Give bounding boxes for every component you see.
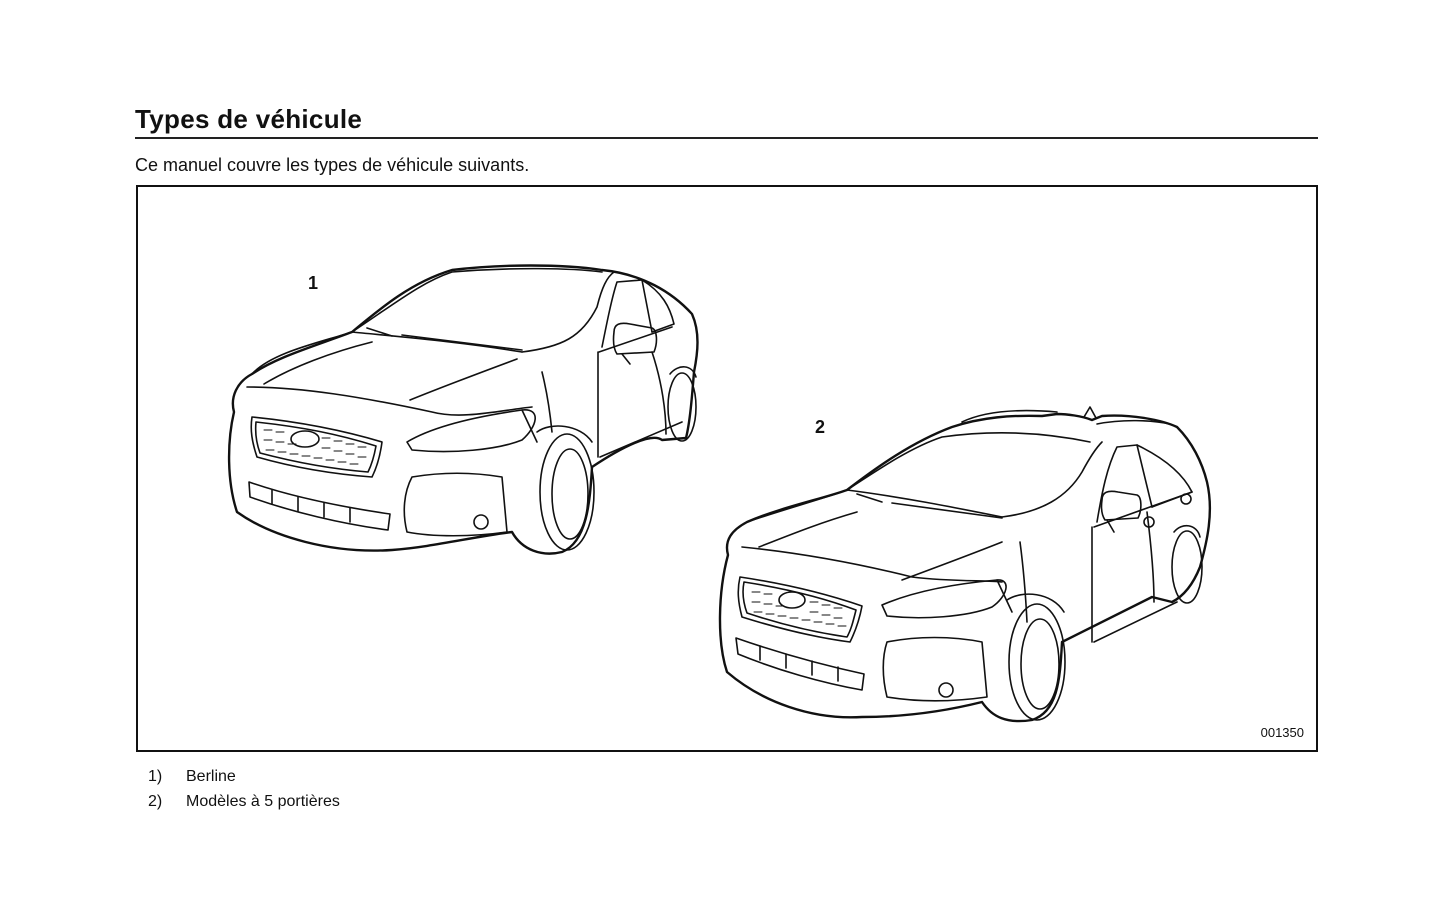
- figure-legend: 1) Berline 2) Modèles à 5 portières: [148, 764, 340, 814]
- heading-rule: [135, 137, 1318, 139]
- figure-code: 001350: [1260, 725, 1304, 740]
- legend-label: Modèles à 5 portières: [186, 792, 340, 810]
- callout-2: 2: [815, 417, 826, 437]
- callout-1: 1: [308, 273, 319, 293]
- legend-label: Berline: [186, 767, 236, 785]
- vehicle-figure: 1 2 001350: [136, 185, 1318, 752]
- legend-number: 1): [148, 767, 163, 785]
- legend-number: 2): [148, 792, 163, 810]
- legend-item: 1) Berline: [148, 764, 340, 789]
- legend-item: 2) Modèles à 5 portières: [148, 789, 340, 814]
- sedan-illustration: [227, 264, 699, 555]
- hatchback-illustration: [718, 406, 1212, 723]
- intro-text: Ce manuel couvre les types de véhicule s…: [135, 155, 530, 175]
- section-title: Types de véhicule: [135, 104, 363, 134]
